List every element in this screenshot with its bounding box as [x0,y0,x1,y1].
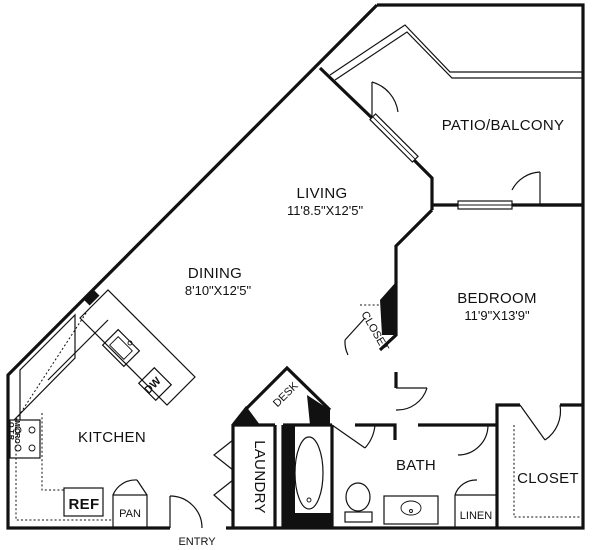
dining-dimensions: 8'10"X12'5" [185,283,252,298]
bedroom-label: BEDROOM [457,290,537,307]
closet-shelves [360,300,580,518]
door-swings [112,81,562,529]
micro-label: MICRO [13,420,20,444]
bath-label: BATH [396,457,436,474]
bath-fixtures [294,436,439,525]
pantry-label: PAN [119,508,141,520]
living-dimensions: 11'8.5"X12'5" [287,203,364,218]
kitchen-label: KITCHEN [78,429,146,446]
kitchen-fixtures [9,289,196,521]
bedroom-dimensions: 11'9"X13'9" [464,308,530,323]
dishwasher-label: DW [142,375,164,397]
linen-label: LINEN [460,510,492,522]
refrigerator-label: REF [69,496,100,513]
exterior-walls [6,3,585,530]
living-label: LIVING [297,185,348,202]
laundry-label: LAUNDRY [251,440,268,514]
walk-in-closet-label: CLOSET [517,470,579,487]
solid-walls [82,282,396,528]
dining-label: DINING [188,265,242,282]
entry-label: ENTRY [178,536,216,548]
windows [369,113,513,210]
patio-label: PATIO/BALCONY [442,117,565,134]
desk-label: DESK [271,380,301,410]
otr-label: O.T.R. [7,422,14,442]
